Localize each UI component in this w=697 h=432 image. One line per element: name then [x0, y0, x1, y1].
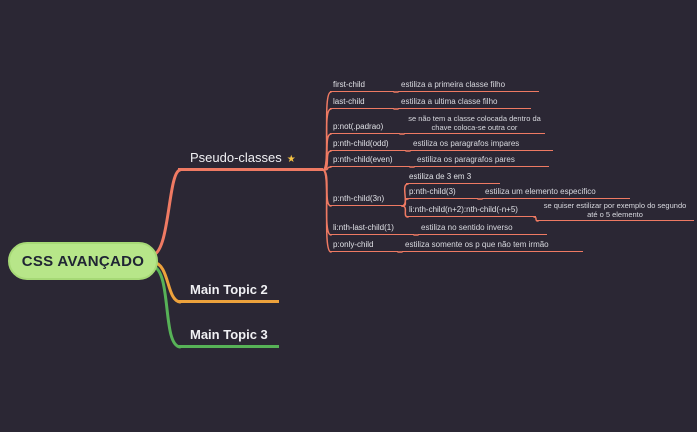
node-last-child[interactable]: last-child [330, 96, 394, 109]
node-nth-child-3n[interactable]: p:nth-child(3n) [330, 193, 402, 206]
star-icon[interactable]: ★ [286, 154, 296, 165]
node-only-child[interactable]: p:only-child [330, 239, 398, 252]
topic-main-topic-3[interactable]: Main Topic 3 [178, 324, 279, 348]
node-first-child-desc[interactable]: estiliza a primeira classe filho [398, 79, 540, 92]
node-nth-last-child[interactable]: li:nth-last-child(1) [330, 222, 414, 235]
node-nth-child-3n-desc[interactable]: estiliza de 3 em 3 [406, 171, 500, 184]
connector-line [322, 133, 332, 171]
node-nth-child-range[interactable]: li:nth-child(n+2):nth-child(-n+5) [406, 204, 536, 217]
node-nth-child-even-desc[interactable]: estiliza os paragrafos pares [414, 154, 549, 167]
node-nth-child-even[interactable]: p:nth-child(even) [330, 154, 410, 167]
branch-line-topic3 [151, 264, 182, 349]
node-last-child-desc[interactable]: estiliza a ultima classe filho [398, 96, 532, 109]
node-first-child[interactable]: first-child [330, 79, 394, 92]
connector-line [322, 169, 332, 253]
node-not-padrao[interactable]: p:not(.padrao) [330, 121, 400, 134]
node-nth-last-child-desc[interactable]: estiliza no sentido inverso [418, 222, 547, 235]
topic-main-topic-2[interactable]: Main Topic 2 [178, 279, 279, 303]
node-nth-child-3[interactable]: p:nth-child(3) [406, 186, 478, 199]
node-only-child-desc[interactable]: estiliza somente os p que não tem irmão [402, 239, 583, 252]
root-topic[interactable]: CSS AVANÇADO [8, 242, 158, 280]
node-nth-child-3-desc[interactable]: estiliza um elemento especifico [482, 186, 630, 199]
node-nth-child-range-desc[interactable]: se quiser estilizar por exemplo do segun… [536, 200, 694, 221]
topic-pseudo-classes[interactable]: Pseudo-classes ★ [178, 147, 323, 171]
topic-label: Main Topic 2 [190, 282, 268, 297]
topic-label: Main Topic 3 [190, 327, 268, 342]
root-topic-label: CSS AVANÇADO [21, 252, 145, 270]
node-nth-child-odd[interactable]: p:nth-child(odd) [330, 138, 406, 151]
branch-line-pseudo [151, 168, 182, 257]
topic-label: Pseudo-classes [190, 150, 282, 165]
node-not-padrao-desc[interactable]: se não tem a classe colocada dentro da c… [404, 113, 545, 134]
node-nth-child-odd-desc[interactable]: estiliza os paragrafos impares [410, 138, 554, 151]
